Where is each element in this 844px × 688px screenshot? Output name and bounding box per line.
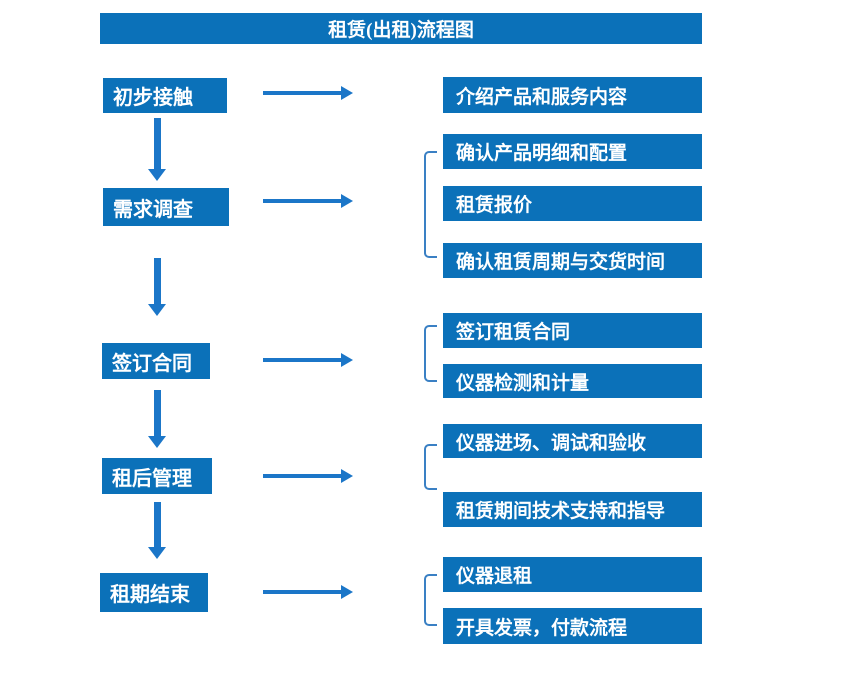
bracket-rental-end-group — [424, 574, 437, 626]
arrow-head — [341, 469, 353, 483]
arrow-head — [148, 436, 166, 448]
arrow-right-icon — [263, 585, 353, 599]
step-sign-contract: 签订合同 — [102, 343, 210, 379]
detail-instrument-setup-acceptance: 仪器进场、调试和验收 — [443, 424, 702, 458]
arrow-right-icon — [263, 469, 353, 483]
bracket-demand-survey-group — [424, 151, 437, 258]
arrow-head — [341, 353, 353, 367]
detail-tech-support-guidance: 租赁期间技术支持和指导 — [443, 492, 702, 527]
arrow-head — [148, 304, 166, 316]
arrow-shaft — [263, 91, 342, 95]
step-initial-contact: 初步接触 — [103, 78, 227, 113]
arrow-head — [341, 86, 353, 100]
detail-confirm-product-config: 确认产品明细和配置 — [443, 134, 702, 169]
arrow-head — [148, 169, 166, 181]
arrow-shaft — [263, 358, 342, 362]
step-rental-end: 租期结束 — [100, 573, 208, 612]
detail-instrument-return: 仪器退租 — [443, 557, 702, 592]
arrow-shaft — [153, 390, 161, 436]
arrow-shaft — [263, 474, 342, 478]
flowchart-title: 租赁(出租)流程图 — [100, 13, 702, 44]
detail-rental-quotation: 租赁报价 — [443, 186, 702, 221]
arrow-head — [341, 585, 353, 599]
arrow-down-icon — [148, 118, 166, 181]
arrow-head — [148, 547, 166, 559]
arrow-down-icon — [148, 258, 166, 316]
detail-introduce-products-services: 介绍产品和服务内容 — [443, 77, 702, 113]
step-post-rental-management: 租后管理 — [102, 458, 212, 494]
detail-sign-rental-contract: 签订租赁合同 — [443, 313, 702, 348]
arrow-down-icon — [148, 390, 166, 448]
detail-confirm-period-delivery: 确认租赁周期与交货时间 — [443, 243, 702, 278]
arrow-right-icon — [263, 194, 353, 208]
arrow-shaft — [263, 199, 342, 203]
arrow-down-icon — [148, 502, 166, 559]
arrow-shaft — [153, 258, 161, 304]
step-demand-survey: 需求调查 — [103, 188, 229, 226]
detail-instrument-testing-metering: 仪器检测和计量 — [443, 364, 702, 398]
arrow-head — [341, 194, 353, 208]
arrow-right-icon — [263, 86, 353, 100]
arrow-right-icon — [263, 353, 353, 367]
bracket-post-rental-group — [424, 444, 437, 490]
arrow-shaft — [153, 118, 161, 169]
bracket-sign-contract-group — [424, 325, 437, 382]
arrow-shaft — [153, 502, 161, 547]
arrow-shaft — [263, 590, 342, 594]
detail-invoice-payment: 开具发票，付款流程 — [443, 608, 702, 644]
